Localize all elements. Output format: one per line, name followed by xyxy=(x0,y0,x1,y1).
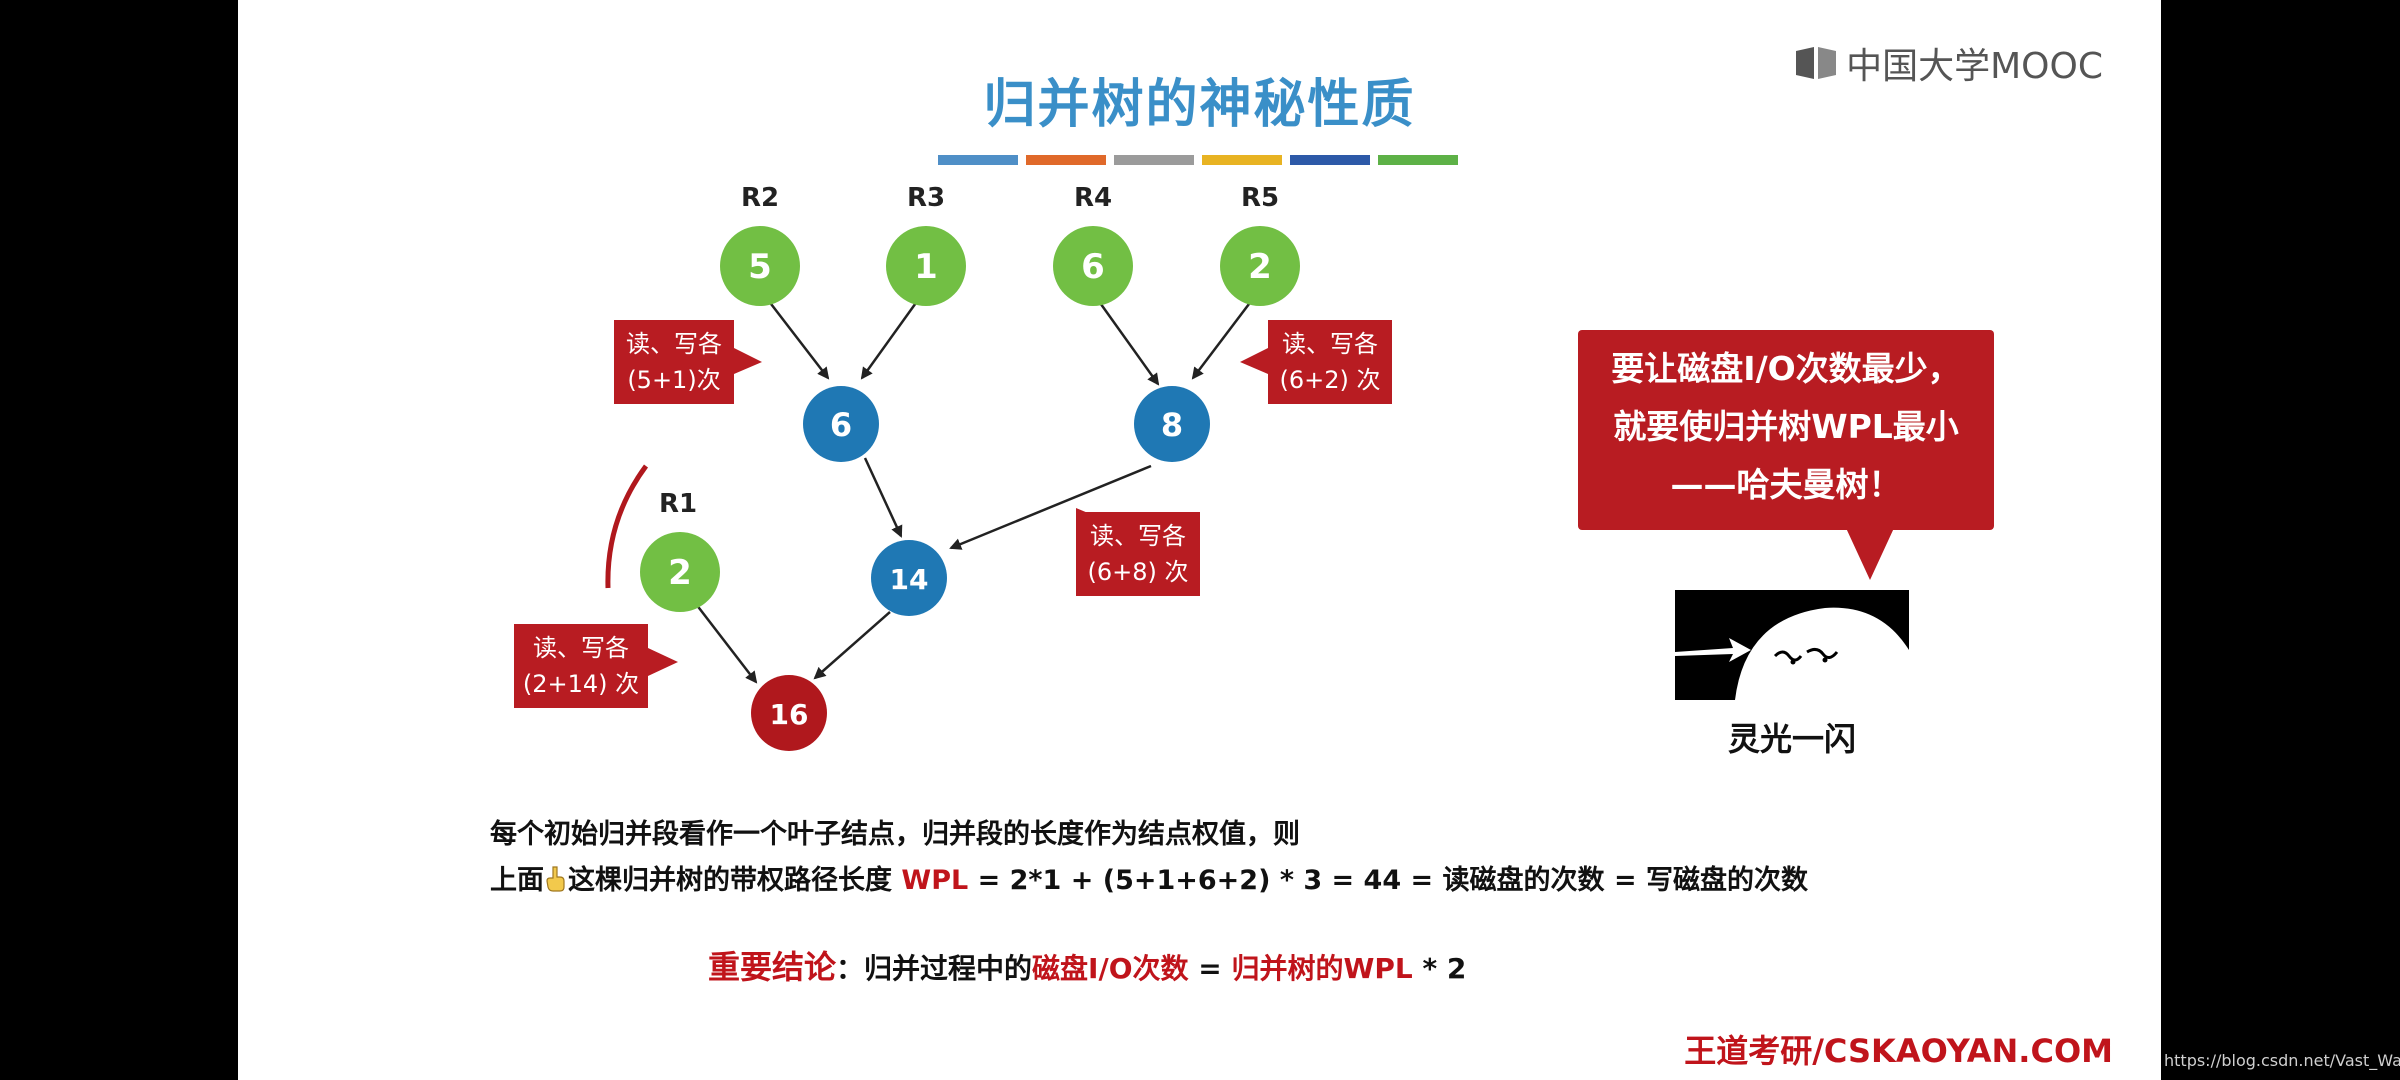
callout-5-1-line2: (5+1)次 xyxy=(627,366,720,394)
callout-5-1-line1: 读、写各 xyxy=(626,330,722,358)
flash-caption: 灵光一闪 xyxy=(1675,714,1909,760)
callout-6-8-line2: (6+8) 次 xyxy=(1087,558,1188,586)
leaf-value-r4: 6 xyxy=(1081,247,1105,287)
internal-value-14: 14 xyxy=(890,563,929,596)
callout-6-2-line2: (6+2) 次 xyxy=(1279,366,1380,394)
internal-value-6: 6 xyxy=(830,406,852,444)
callout-6-2: 读、写各 (6+2) 次 xyxy=(1240,320,1392,404)
edge-r4-8 xyxy=(1098,300,1158,384)
wpl-label: WPL xyxy=(901,865,968,896)
leaf-value-r3: 1 xyxy=(914,247,938,287)
run-label-r3: R3 xyxy=(907,183,945,213)
leaf-value-r1: 2 xyxy=(668,553,692,593)
slide: 归并树的神秘性质 中国大学MOOC xyxy=(238,0,2161,1080)
leaf-value-r5: 2 xyxy=(1248,247,1272,287)
edge-r3-6 xyxy=(862,300,918,378)
conclusion: 重要结论：归并过程中的磁盘I/O次数 = 归并树的WPL * 2 xyxy=(708,942,1466,988)
leaf-value-r2: 5 xyxy=(748,247,772,287)
insight-bubble: 要让磁盘I/O次数最少， 就要使归并树WPL最小 ——哈夫曼树！ xyxy=(1578,330,1994,530)
edge-14-16 xyxy=(815,612,890,678)
run-label-r4: R4 xyxy=(1074,183,1112,213)
pointing-hand-icon xyxy=(546,866,566,892)
callout-6-8: 读、写各 (6+8) 次 xyxy=(1076,508,1200,596)
explanation-line-1: 每个初始归并段看作一个叶子结点，归并段的长度作为结点权值，则 xyxy=(490,812,1300,851)
footer-brand: 王道考研/CSKAOYAN.COM xyxy=(1684,1026,2113,1072)
run-label-r1: R1 xyxy=(659,489,697,519)
insight-bubble-tail xyxy=(1846,528,1894,580)
callout-6-8-line1: 读、写各 xyxy=(1090,522,1186,550)
flash-illustration xyxy=(1675,590,1909,700)
insight-line3: ——哈夫曼树！ xyxy=(1578,456,1994,514)
conclusion-colon: ： xyxy=(836,952,864,985)
conclusion-io: 磁盘I/O次数 xyxy=(1032,952,1188,985)
explanation-line-2: 上面这棵归并树的带权路径长度 WPL = 2*1 + (5+1+6+2) * 3… xyxy=(490,858,1808,897)
conclusion-tail: * 2 xyxy=(1413,952,1467,985)
explanation-line-2-a: 上面 xyxy=(490,865,544,896)
callout-5-1: 读、写各 (5+1)次 xyxy=(614,320,762,404)
callout-2-14-line1: 读、写各 xyxy=(533,634,629,662)
flash-icon xyxy=(1675,590,1909,700)
edge-6-14 xyxy=(865,458,901,536)
callout-2-14: 读、写各 (2+14) 次 xyxy=(514,624,678,708)
insight-line1: 要让磁盘I/O次数最少， xyxy=(1578,340,1994,398)
run-label-r2: R2 xyxy=(741,183,779,213)
callout-2-14-line2: (2+14) 次 xyxy=(523,670,639,698)
root-value-16: 16 xyxy=(770,698,809,731)
edge-r2-6 xyxy=(768,300,828,378)
conclusion-wpl: 归并树的WPL xyxy=(1231,952,1412,985)
edge-r1-16 xyxy=(696,604,756,682)
callout-6-2-line1: 读、写各 xyxy=(1282,330,1378,358)
conclusion-head: 重要结论 xyxy=(708,948,836,986)
conclusion-eq: = xyxy=(1189,952,1232,985)
wpl-formula: = 2*1 + (5+1+6+2) * 3 = 44 = 读磁盘的次数 = 写磁… xyxy=(968,865,1808,896)
explanation-line-2-b: 这棵归并树的带权路径长度 xyxy=(568,865,901,896)
run-label-r5: R5 xyxy=(1241,183,1279,213)
internal-value-8: 8 xyxy=(1161,406,1183,444)
tree-edges xyxy=(696,300,1252,682)
insight-line2: 就要使归并树WPL最小 xyxy=(1578,398,1994,456)
conclusion-pre: 归并过程中的 xyxy=(864,952,1032,985)
csdn-watermark: https://blog.csdn.net/Vast_Wang xyxy=(2164,1051,2400,1070)
edge-r5-8 xyxy=(1193,300,1252,378)
